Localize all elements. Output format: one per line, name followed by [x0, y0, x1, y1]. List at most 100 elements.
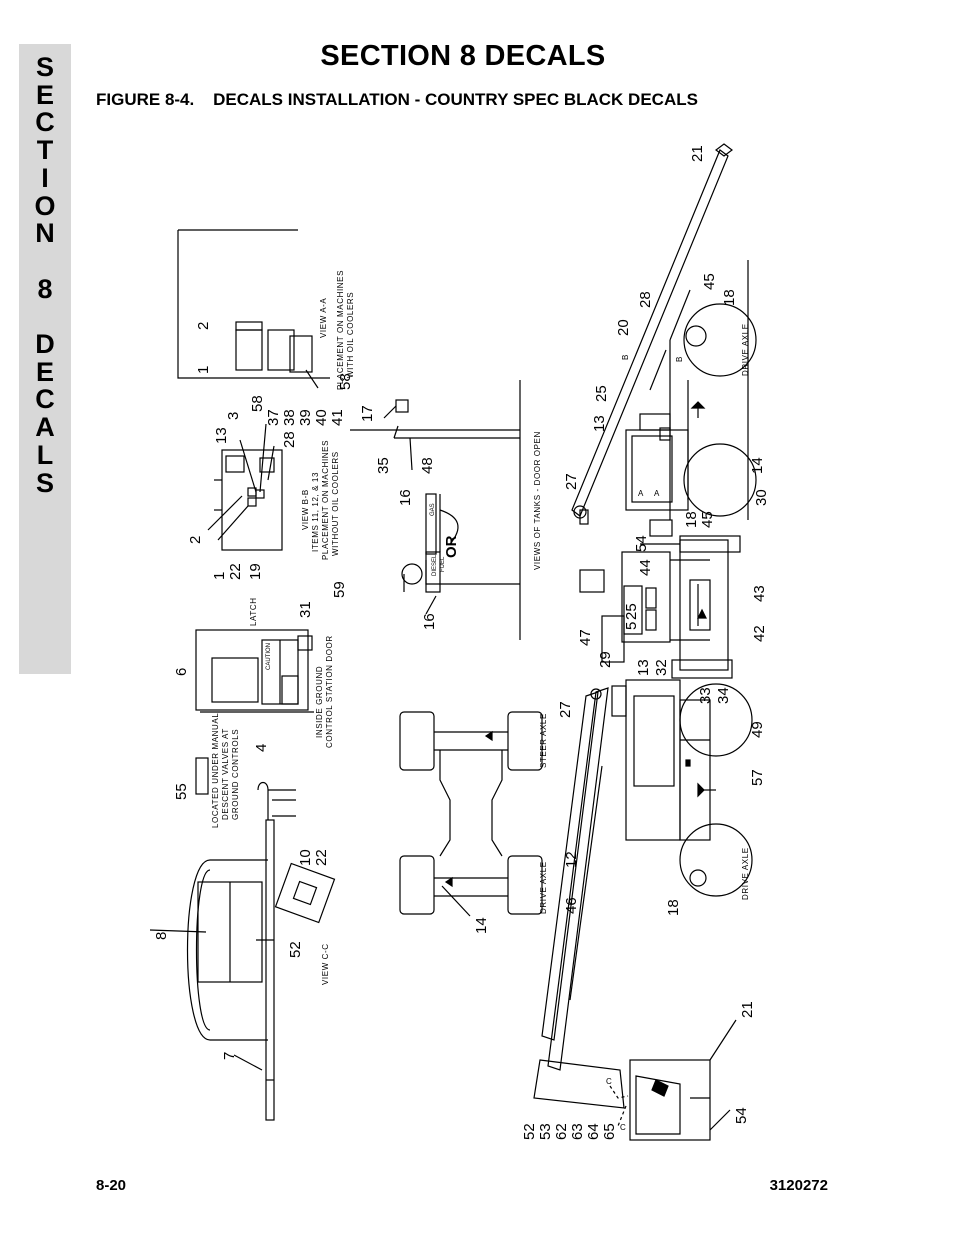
- decal-6: [211, 657, 259, 703]
- side-tab-letter: D: [35, 329, 55, 359]
- callout-42: 42: [751, 625, 768, 642]
- machine-side-upper: A A: [571, 143, 757, 553]
- caption-fuel: FUEL: [440, 556, 446, 572]
- drive-wheel-right: [507, 855, 543, 915]
- caption-views-tanks: VIEWS OF TANKS - DOOR OPEN: [533, 431, 542, 570]
- callout-4: 4: [253, 744, 270, 752]
- callout-13b: 13: [591, 415, 608, 432]
- caption-diesel: DIESEL: [432, 554, 438, 576]
- callout-1a: 1: [195, 366, 212, 374]
- decal-16-diesel: [425, 551, 441, 593]
- steer-wheel-right: [507, 711, 543, 771]
- callout-12: 12: [563, 851, 580, 868]
- view-aa-caption: VIEW A-A: [319, 298, 328, 338]
- side-tab-letter: I: [41, 162, 49, 193]
- callout-52a: 52: [287, 941, 304, 958]
- caption-located-1: LOCATED UNDER MANUAL: [211, 713, 220, 828]
- callout-59: 59: [331, 581, 348, 598]
- caption-a-2: A: [654, 489, 660, 498]
- caption-view-aa: VIEW A-A: [319, 298, 328, 338]
- side-tab-letter: S: [35, 467, 54, 498]
- callouts: 1 2 58 13 3 58 37 28 38 39 40 41 2 1 22 …: [153, 145, 770, 1140]
- caption-view-cc: VIEW C-C: [321, 943, 330, 985]
- side-tab-letter: N: [35, 218, 55, 249]
- callout-7: 7: [221, 1052, 238, 1060]
- callout-65: 65: [601, 1123, 618, 1140]
- callout-35: 35: [375, 457, 392, 474]
- caption-steer-axle: STEER AXLE: [539, 713, 548, 768]
- document-number: 3120272: [769, 1177, 828, 1194]
- caption-items-1: ITEMS 11, 12, & 13: [311, 472, 320, 552]
- callout-54b: 54: [733, 1107, 750, 1124]
- callout-49: 49: [749, 721, 766, 738]
- decal-55: [195, 757, 209, 795]
- side-tab-letter: S: [35, 52, 54, 82]
- decal-17: [395, 399, 409, 413]
- callout-47: 47: [577, 629, 594, 646]
- callout-28b: 28: [637, 291, 654, 308]
- callout-2b: 2: [187, 536, 204, 544]
- callout-53: 53: [537, 1123, 554, 1140]
- view-aa-panel: [177, 229, 330, 389]
- callout-10: 10: [297, 849, 314, 866]
- callout-41: 41: [329, 409, 346, 426]
- caption-b-2: B: [675, 356, 684, 362]
- callout-19: 19: [247, 563, 264, 580]
- view-bb-panel: [207, 423, 283, 551]
- callout-32: 32: [653, 659, 670, 676]
- drive-wheel-lower: [679, 823, 753, 897]
- callout-6: 6: [173, 668, 190, 676]
- callout-22a: 22: [227, 563, 244, 580]
- callout-44: 44: [637, 559, 654, 576]
- caption-drive-axle-chassis: DRIVE AXLE: [539, 861, 548, 914]
- callout-25b: 25: [623, 603, 640, 620]
- callout-34: 34: [715, 687, 732, 704]
- decal-1: [235, 329, 263, 371]
- caption-latch: LATCH: [249, 597, 258, 626]
- callout-29: 29: [597, 651, 614, 668]
- callout-1b: 1: [211, 572, 228, 580]
- machine-side-lower: C C: [533, 679, 753, 1141]
- callout-21b: 21: [739, 1001, 756, 1018]
- callout-40: 40: [313, 409, 330, 426]
- callout-55: 55: [173, 783, 190, 800]
- callout-18c: 18: [665, 899, 682, 916]
- callout-16a: 16: [397, 489, 414, 506]
- callout-52b: 52: [521, 1123, 538, 1140]
- section-title: SECTION 8 DECALS: [320, 40, 606, 72]
- caption-c-1: C: [606, 1077, 612, 1086]
- callout-43: 43: [751, 585, 768, 602]
- caption-placement-oil-2: WITH OIL COOLERS: [346, 292, 355, 378]
- decal-58: [289, 335, 313, 373]
- decal-2: [267, 329, 295, 371]
- caption-or: OR: [443, 535, 460, 558]
- caption-items-2: PLACEMENT ON MACHINES: [321, 440, 330, 560]
- callout-58a: 58: [337, 373, 354, 390]
- callout-31: 31: [297, 601, 314, 618]
- callout-37: 37: [265, 409, 282, 426]
- side-tab-letter: T: [36, 135, 54, 166]
- callout-64: 64: [585, 1123, 602, 1140]
- callout-14b: 14: [749, 457, 766, 474]
- side-tab-letter: C: [35, 107, 55, 138]
- decal-10: [274, 862, 336, 924]
- caption-inside-1: INSIDE GROUND: [315, 666, 324, 738]
- callout-48: 48: [419, 457, 436, 474]
- side-tab-letter: L: [36, 439, 54, 470]
- caption-b-1: B: [621, 354, 630, 360]
- callout-27a: 27: [563, 473, 580, 490]
- callout-18a: 18: [721, 289, 738, 306]
- side-tab-letter: 8: [37, 273, 53, 304]
- callout-45b: 45: [699, 511, 716, 528]
- caption-inside-2: CONTROL STATION DOOR: [325, 635, 334, 748]
- callout-18b: 18: [683, 511, 700, 528]
- caption-view-bb: VIEW B-B: [301, 489, 310, 530]
- decals-installation-diagram: VIEW A-A PLACEMENT ON MACHINES WITH OIL …: [150, 143, 770, 1141]
- ground-control-door: [195, 629, 314, 713]
- callout-5: 5: [623, 622, 640, 630]
- callout-38: 38: [281, 409, 298, 426]
- tanks-view: [350, 380, 521, 640]
- callout-30: 30: [753, 489, 770, 506]
- callout-25a: 25: [593, 385, 610, 402]
